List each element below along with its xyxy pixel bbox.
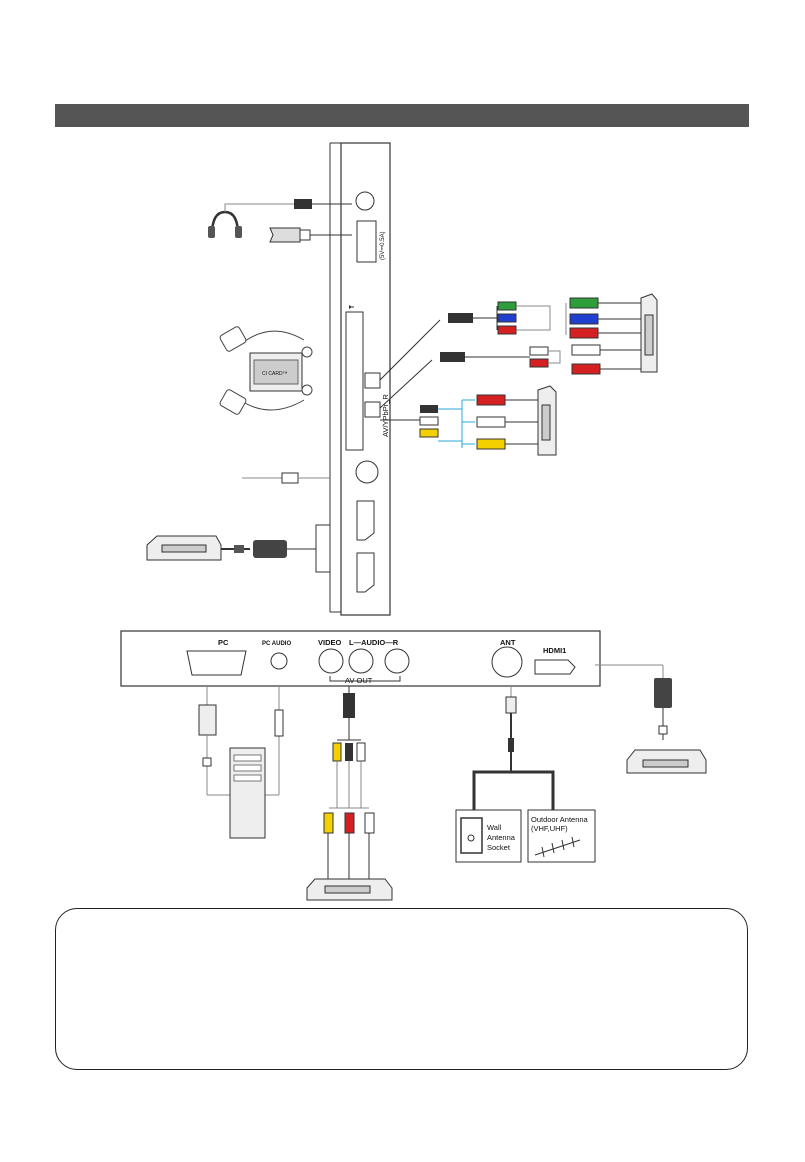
hdmi-plug-left [253, 540, 287, 558]
pc-label: PC [218, 638, 229, 647]
svg-text:Antenna: Antenna [487, 833, 516, 842]
component-source-device [640, 293, 658, 373]
ant-label: ANT [500, 638, 516, 647]
ypbpr-port[interactable] [364, 372, 381, 389]
ant-port[interactable] [491, 646, 523, 678]
video-out-port[interactable] [318, 648, 344, 674]
earphone-jack[interactable] [355, 191, 375, 211]
pc-audio-port[interactable] [270, 652, 288, 670]
av-ypbpr-label: AV/YPbPr_R [381, 394, 390, 437]
section-title-bar [55, 104, 749, 127]
hdmi-side-port-1[interactable] [356, 500, 375, 541]
wall-antenna-socket: Wall Antenna Socket [455, 809, 522, 863]
av-out-plug [343, 693, 355, 718]
video-label: VIDEO [318, 638, 342, 647]
hdmi-source-device-right [626, 749, 707, 774]
av-yellow-plug-left [419, 428, 439, 438]
usb-port[interactable] [356, 220, 377, 263]
vga-plug [198, 704, 217, 736]
pc-tower-icon [229, 747, 266, 839]
component-green-plug [497, 301, 517, 311]
audio-out-r-port[interactable] [384, 648, 410, 674]
pc-audio-label: PC AUDIO [262, 641, 291, 647]
component-red-plug [497, 325, 517, 335]
hdmi1-label: HDMI1 [543, 646, 566, 655]
av-out-device [306, 878, 393, 901]
av-source-device [537, 385, 557, 456]
svg-text:Wall: Wall [487, 823, 502, 832]
component-blue-plug [497, 313, 517, 323]
audio-lr-label: L—AUDIO—R [349, 638, 399, 647]
svg-text:Socket: Socket [487, 843, 511, 852]
av-red-plug-left [420, 405, 438, 413]
audio-out-l-port[interactable] [348, 648, 374, 674]
svg-text:Outdoor Antenna: Outdoor Antenna [531, 815, 589, 824]
svg-text:(VHF,UHF): (VHF,UHF) [531, 824, 568, 833]
vga-port[interactable] [186, 650, 247, 676]
earphone-plug [294, 199, 312, 209]
svg-text:CI CARD™: CI CARD™ [262, 371, 288, 377]
headphones-icon [208, 210, 242, 238]
pc-audio-plug [274, 709, 284, 737]
ypbpr-plug [448, 313, 473, 323]
ci-slot[interactable] [345, 311, 364, 451]
ant-plug [505, 696, 517, 714]
hdmi-plug-right [654, 678, 672, 708]
coaxial-port[interactable] [355, 460, 379, 484]
av-out-label: AV OUT [345, 676, 373, 685]
notes-box [55, 908, 748, 1070]
usb-stick-icon [269, 227, 301, 243]
coaxial-plug [281, 472, 299, 484]
ci-card-icon: CI CARD™ [219, 326, 313, 415]
hdmi1-port[interactable] [534, 659, 576, 675]
av-port[interactable] [364, 401, 381, 418]
usb-rating-label: (5V⎓0.5A) [380, 232, 386, 260]
hdmi-side-port-2[interactable] [356, 552, 375, 593]
hdmi-source-device-left [146, 535, 222, 561]
outdoor-antenna: Outdoor Antenna (VHF,UHF) [527, 809, 596, 863]
